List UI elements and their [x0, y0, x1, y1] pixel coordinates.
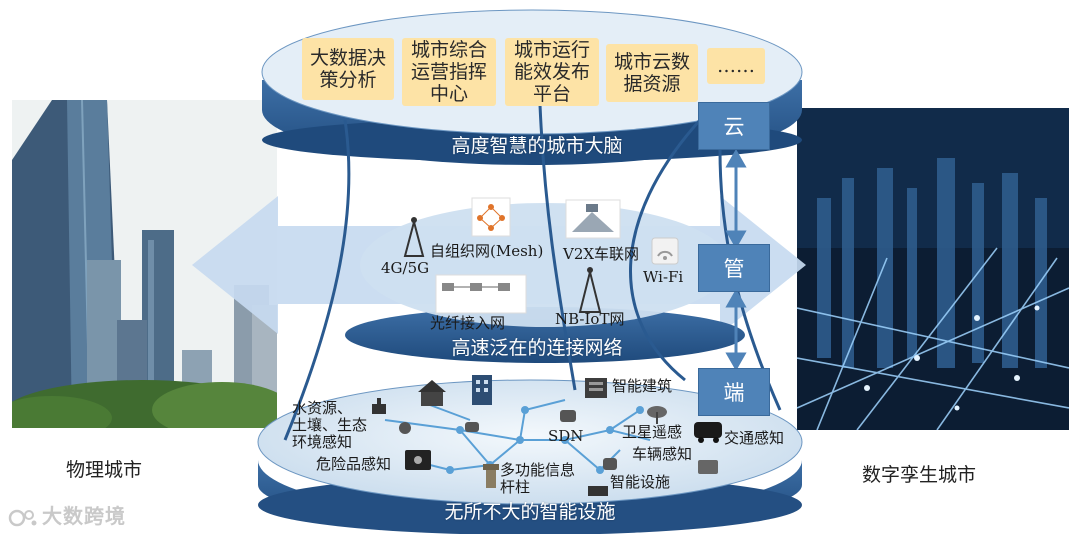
bottom-layer-title: 无所不大的智能设施: [444, 501, 616, 523]
net-nbiot-label: NB-IoT网: [555, 310, 625, 328]
app-box-3: 城市运行能效发布平台: [505, 38, 599, 106]
sensor-icon: [399, 422, 411, 434]
app-box-4: 城市云数据资源: [606, 44, 698, 102]
physical-city-label: 物理城市: [66, 459, 143, 481]
app-label: 城市云数据资源: [613, 51, 690, 95]
device-vehicle-label: 车辆感知: [632, 445, 693, 463]
wifi-icon: [651, 237, 679, 265]
network-nodes: [446, 406, 644, 474]
smart-building-icon: [585, 378, 607, 398]
edge-box: 端: [698, 368, 770, 416]
device-satellite-label: 卫星遥感: [622, 423, 683, 441]
device-water-label: 水资源、 土壤、生态 环境感知: [292, 399, 368, 451]
app-label: 大数据决策分析: [309, 47, 386, 91]
house-icon: [418, 380, 446, 406]
pole-icon: [483, 464, 499, 488]
watermark: 大数跨境: [8, 500, 126, 529]
water-valve-icon: [372, 398, 386, 414]
device-pole-label: 多功能信息 杆柱: [500, 461, 576, 496]
app-box-2: 城市综合运营指挥中心: [402, 38, 496, 106]
device-hazard-label: 危险品感知: [316, 455, 392, 473]
net-fiber-label: 光纤接入网: [430, 314, 506, 332]
app-label: ……: [717, 55, 755, 77]
device-building-label: 智能建筑: [612, 377, 673, 395]
pipe-box: 管: [698, 244, 770, 292]
building-icon: [472, 375, 492, 405]
net-4g5g-label: 4G/5G: [381, 259, 430, 277]
top-layer-title: 高度智慧的城市大脑: [451, 135, 623, 157]
net-mesh-label: 自组织网(Mesh): [430, 242, 544, 260]
digital-twin-city-label: 数字孪生城市: [862, 464, 977, 486]
traffic-car-icon: [694, 422, 722, 443]
v2x-icon: [565, 199, 621, 239]
app-box-5: ……: [707, 48, 765, 84]
fiber-network-icon: [435, 274, 527, 314]
device-facility-label: 智能设施: [610, 473, 671, 491]
vehicle-sensor-icon: [698, 460, 718, 474]
device-traffic-label: 交通感知: [724, 429, 785, 447]
net-v2x-label: V2X车联网: [563, 245, 640, 263]
net-wifi-label: Wi-Fi: [643, 268, 684, 286]
facility-icon: [588, 486, 608, 496]
side-arrows: [725, 148, 747, 372]
cell-tower-icon: [403, 217, 425, 257]
watermark-logo-icon: [8, 507, 38, 529]
app-label: 城市综合运营指挥中心: [410, 39, 487, 105]
device-sdn-label: SDN: [548, 427, 584, 445]
cloud-box: 云: [698, 102, 770, 150]
digital-twin-city-photo: [797, 108, 1069, 430]
app-box-1: 大数据决策分析: [302, 38, 394, 100]
router-icon: [465, 410, 617, 470]
app-label: 城市运行能效发布平台: [513, 39, 590, 105]
hazard-box-icon: [405, 450, 431, 470]
watermark-text: 大数跨境: [42, 504, 126, 528]
satellite-dish-icon: [647, 406, 667, 424]
middle-layer-title: 高速泛在的连接网络: [451, 337, 623, 359]
nbiot-tower-icon: [578, 267, 602, 313]
mesh-network-icon: [471, 197, 511, 237]
